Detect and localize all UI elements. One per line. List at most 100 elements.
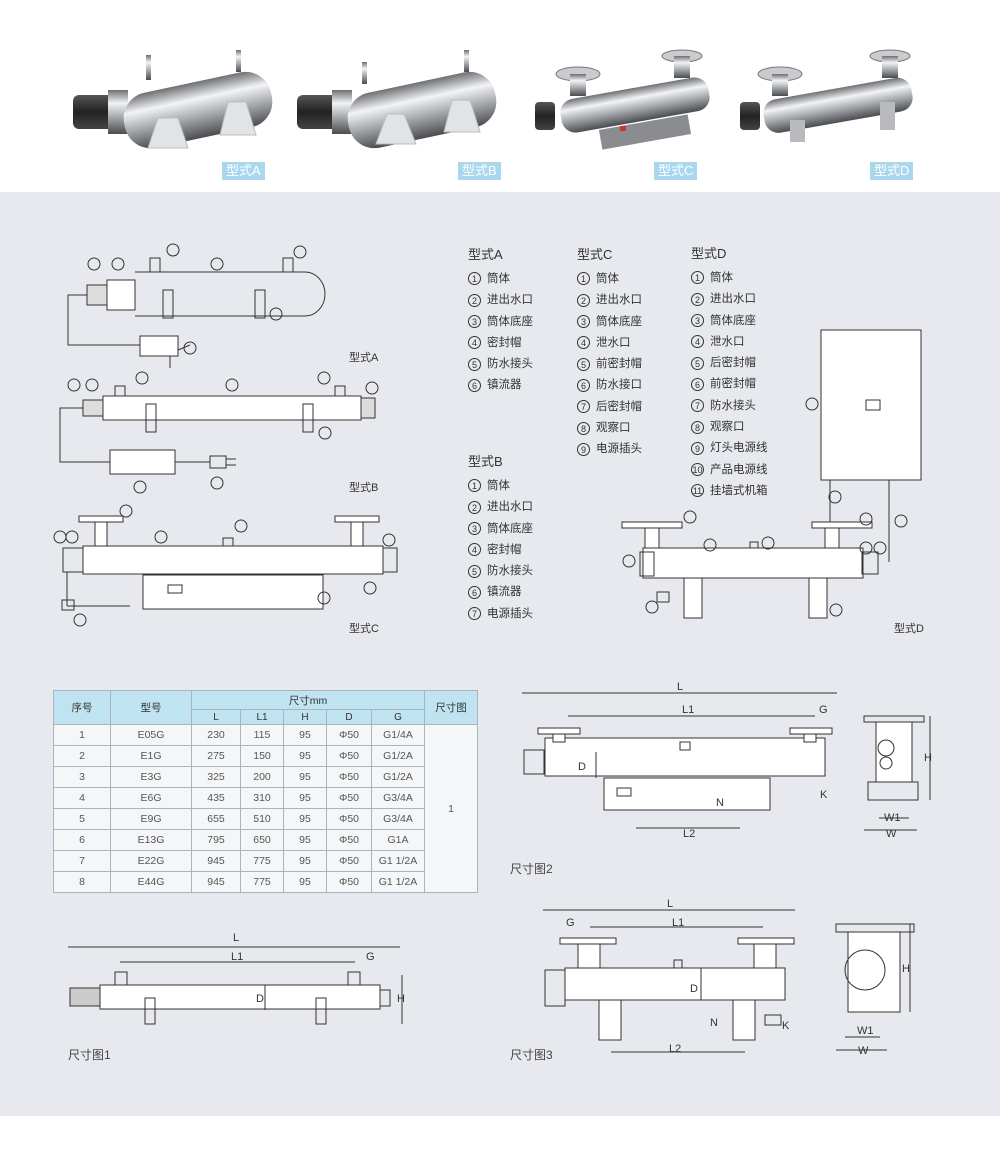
drawing-cell: 1: [424, 724, 478, 893]
dim-label-H: H: [924, 752, 932, 764]
dim-label-N: N: [716, 797, 724, 809]
dim-label-D: D: [690, 983, 698, 995]
dim-label-L: L: [667, 898, 674, 910]
dim-label-G: G: [366, 951, 375, 963]
dim-label-D: D: [256, 993, 264, 1005]
dim-label-K: K: [782, 1020, 790, 1032]
legend-type-b-title: 型式B: [468, 454, 503, 469]
diagram-a-label: 型式A: [349, 352, 379, 364]
dim-label-L2: L2: [683, 828, 696, 840]
sub-header: D: [326, 709, 372, 725]
number-badge-3: 3: [468, 315, 481, 329]
product-c-label: 型式C: [654, 162, 698, 180]
diagram-c-drawing: [61, 515, 398, 611]
diagram-d-label: 型式D: [894, 623, 924, 635]
product-b-image: [297, 50, 497, 149]
diagram-b-drawing: [59, 385, 376, 475]
dim-label-W: W: [886, 828, 897, 840]
number-badge-4: 4: [468, 336, 481, 350]
dim-label-H: H: [902, 963, 910, 975]
diagram-a-drawing: [67, 257, 326, 368]
dim-label-D: D: [578, 761, 586, 773]
dim-label-K: K: [820, 789, 828, 801]
header-size-group: 尺寸mm: [191, 690, 425, 710]
diagram-c-label: 型式C: [349, 623, 379, 635]
sub-header: L: [191, 709, 241, 725]
dimension-figure-2-drawing: [522, 692, 931, 831]
sub-header: L1: [240, 709, 284, 725]
legend-type-c-title: 型式C: [577, 247, 613, 262]
dimension-figure-3-drawing: [543, 909, 915, 1053]
legend-type-d-title: 型式D: [691, 246, 727, 261]
product-a-label: 型式A: [222, 162, 265, 180]
dim-label-N: N: [710, 1017, 718, 1029]
dimension-figure-1-drawing: [68, 946, 403, 1025]
product-d-image: [740, 49, 913, 142]
dim-label-L2: L2: [669, 1043, 682, 1055]
dim-label-W1: W1: [884, 812, 901, 824]
dim-label-L: L: [677, 681, 684, 693]
product-b-label: 型式B: [458, 162, 501, 180]
caption-figure-2: 尺寸图2: [510, 862, 553, 876]
dim-label-L1: L1: [682, 704, 695, 716]
number-badge-5: 5: [468, 357, 481, 371]
sub-header: H: [283, 709, 327, 725]
dim-label-G: G: [819, 704, 828, 716]
caption-figure-1: 尺寸图1: [68, 1048, 111, 1062]
dim-label-H: H: [397, 993, 405, 1005]
number-badge-6: 6: [468, 378, 481, 392]
header-index: 序号: [53, 690, 111, 725]
product-d-label: 型式D: [870, 162, 914, 180]
number-badge-1: 1: [468, 272, 481, 286]
dim-label-W1: W1: [857, 1025, 874, 1037]
dim-label-L: L: [233, 932, 240, 944]
header-model: 型号: [110, 690, 192, 725]
dim-label-L1: L1: [672, 917, 685, 929]
product-photo-band: 型式A 型式B 型式C 型式D: [0, 0, 1000, 192]
caption-figure-3: 尺寸图3: [510, 1048, 553, 1062]
number-badge-2: 2: [468, 293, 481, 307]
product-a-image: [73, 50, 273, 149]
dim-label-L1: L1: [231, 951, 244, 963]
